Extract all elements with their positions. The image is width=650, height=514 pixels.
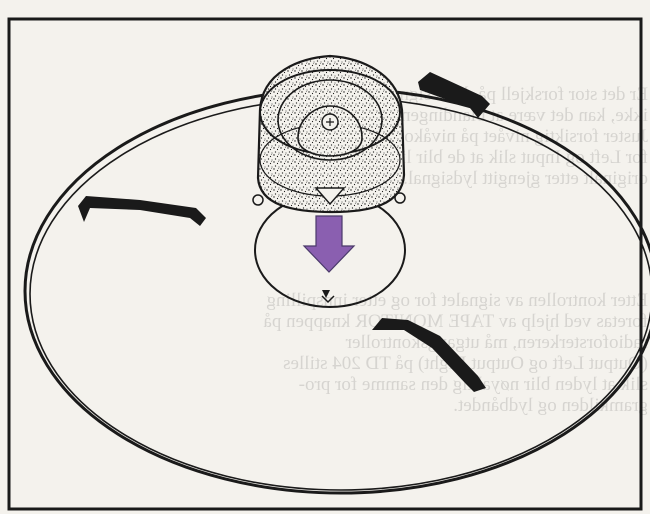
reel-slot-left (78, 196, 206, 226)
tape-hub-icon (258, 56, 404, 212)
arrow-shape (304, 216, 354, 272)
down-arrow-icon (304, 216, 354, 272)
well-key-left (253, 195, 263, 205)
reel-slot-bottom-right (372, 318, 486, 392)
well-key-bottom (322, 296, 334, 302)
